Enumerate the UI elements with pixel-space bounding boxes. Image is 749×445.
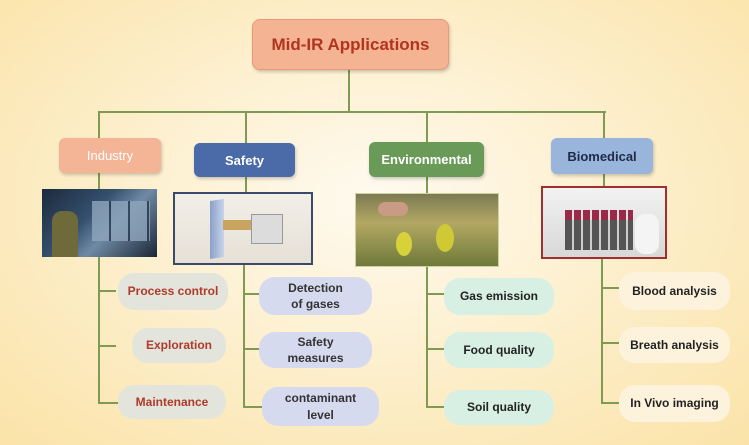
tick	[98, 345, 116, 347]
leaf-gas-emission: Gas emission	[444, 278, 554, 315]
leaf-food-quality: Food quality	[444, 332, 554, 368]
tick	[426, 348, 444, 350]
category-biomedical: Biomedical	[551, 138, 653, 174]
industry-trunk	[98, 257, 100, 404]
leaf-blood-analysis: Blood analysis	[619, 272, 730, 310]
leaf-maintenance: Maintenance	[118, 385, 226, 419]
environmental-connector	[426, 111, 428, 142]
safety-trunk	[243, 265, 245, 408]
tick	[98, 290, 116, 292]
tick	[601, 342, 619, 344]
category-industry: Industry	[59, 138, 161, 173]
environmental-image-connector	[426, 177, 428, 193]
leaf-detection-of-gases: Detection of gases	[259, 277, 372, 315]
leaf-soil-quality: Soil quality	[444, 390, 554, 425]
leaf-breath-analysis: Breath analysis	[619, 327, 730, 363]
tick	[601, 402, 619, 404]
industry-control-room-photo	[42, 189, 157, 257]
safety-image-connector	[245, 177, 247, 192]
gas-sensor-device-photo	[173, 192, 313, 265]
tick	[243, 293, 259, 295]
industry-connector	[98, 111, 100, 139]
environmental-trunk	[426, 267, 428, 408]
leaf-exploration: Exploration	[132, 328, 226, 363]
root-connector	[348, 70, 350, 113]
blood-sample-tubes-photo	[541, 186, 667, 259]
tick	[426, 406, 444, 408]
tick	[426, 293, 444, 295]
biomedical-trunk	[601, 259, 603, 404]
branch-connector	[99, 111, 606, 113]
plant-seedlings-photo	[355, 193, 499, 267]
biomedical-connector	[603, 111, 605, 138]
tick	[243, 406, 262, 408]
leaf-safety-measures: Safety measures	[259, 332, 372, 368]
biomedical-image-connector	[603, 174, 605, 186]
leaf-contaminant-level: contaminant level	[262, 387, 379, 426]
industry-image-connector	[98, 173, 100, 189]
category-environmental: Environmental	[369, 142, 484, 177]
tick	[243, 348, 259, 350]
leaf-process-control: Process control	[118, 273, 228, 310]
category-safety: Safety	[194, 143, 295, 177]
tick	[601, 287, 619, 289]
leaf-in-vivo-imaging: In Vivo imaging	[619, 385, 730, 422]
tick	[98, 402, 118, 404]
root-node: Mid-IR Applications	[252, 19, 449, 70]
safety-connector	[245, 111, 247, 143]
